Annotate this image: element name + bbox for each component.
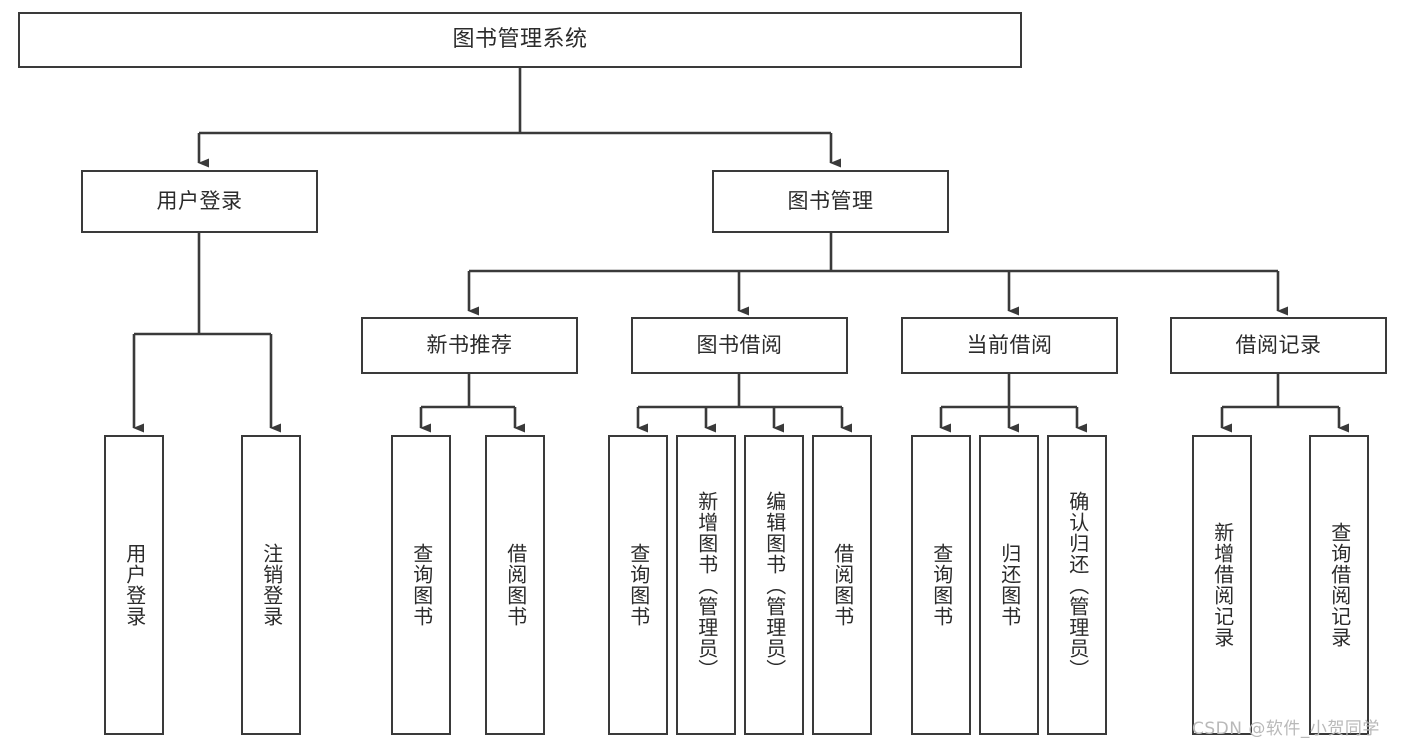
- node-leaf-record-add-label: 新增借阅记录: [1210, 522, 1235, 648]
- node-leaf-user-login-label: 用户登录: [122, 543, 147, 627]
- node-leaf-borrow-edit-book[interactable]: 编辑图书（管理员）: [744, 435, 804, 735]
- node-leaf-borrow-query-book[interactable]: 查询图书: [608, 435, 668, 735]
- node-user-login-label: 用户登录: [156, 189, 243, 214]
- node-leaf-newbook-query-book-label: 查询图书: [409, 543, 434, 627]
- node-leaf-newbook-query-book[interactable]: 查询图书: [391, 435, 451, 735]
- node-leaf-borrow-borrow-book-label: 借阅图书: [830, 543, 855, 627]
- node-current-borrow-label: 当前借阅: [966, 333, 1053, 358]
- node-leaf-current-return-book-label: 归还图书: [997, 543, 1022, 627]
- node-leaf-logout[interactable]: 注销登录: [241, 435, 301, 735]
- node-book-borrow[interactable]: 图书借阅: [631, 317, 848, 374]
- node-leaf-newbook-borrow-book-label: 借阅图书: [503, 543, 528, 627]
- node-leaf-logout-label: 注销登录: [259, 543, 284, 627]
- node-leaf-newbook-borrow-book[interactable]: 借阅图书: [485, 435, 545, 735]
- node-leaf-record-query-label: 查询借阅记录: [1327, 522, 1352, 648]
- node-leaf-current-confirm-return[interactable]: 确认归还（管理员）: [1047, 435, 1107, 735]
- node-user-login[interactable]: 用户登录: [81, 170, 318, 233]
- node-leaf-borrow-add-book[interactable]: 新增图书（管理员）: [676, 435, 736, 735]
- node-leaf-current-query-book-label: 查询图书: [929, 543, 954, 627]
- node-leaf-record-query[interactable]: 查询借阅记录: [1309, 435, 1369, 735]
- node-leaf-current-query-book[interactable]: 查询图书: [911, 435, 971, 735]
- node-root-system-label: 图书管理系统: [452, 27, 588, 53]
- node-leaf-record-add[interactable]: 新增借阅记录: [1192, 435, 1252, 735]
- node-leaf-borrow-borrow-book[interactable]: 借阅图书: [812, 435, 872, 735]
- node-book-borrow-label: 图书借阅: [696, 333, 783, 358]
- node-new-book-recommend-label: 新书推荐: [426, 333, 513, 358]
- node-leaf-borrow-edit-book-label: 编辑图书（管理员）: [762, 490, 787, 680]
- node-leaf-borrow-query-book-label: 查询图书: [626, 543, 651, 627]
- node-leaf-user-login[interactable]: 用户登录: [104, 435, 164, 735]
- node-book-management-label: 图书管理: [787, 189, 874, 214]
- node-book-management[interactable]: 图书管理: [712, 170, 949, 233]
- node-root-system[interactable]: 图书管理系统: [18, 12, 1022, 68]
- node-leaf-current-return-book[interactable]: 归还图书: [979, 435, 1039, 735]
- node-borrow-record[interactable]: 借阅记录: [1170, 317, 1387, 374]
- node-leaf-borrow-add-book-label: 新增图书（管理员）: [694, 490, 719, 680]
- node-current-borrow[interactable]: 当前借阅: [901, 317, 1118, 374]
- node-leaf-current-confirm-return-label: 确认归还（管理员）: [1065, 490, 1090, 680]
- node-new-book-recommend[interactable]: 新书推荐: [361, 317, 578, 374]
- node-borrow-record-label: 借阅记录: [1235, 333, 1322, 358]
